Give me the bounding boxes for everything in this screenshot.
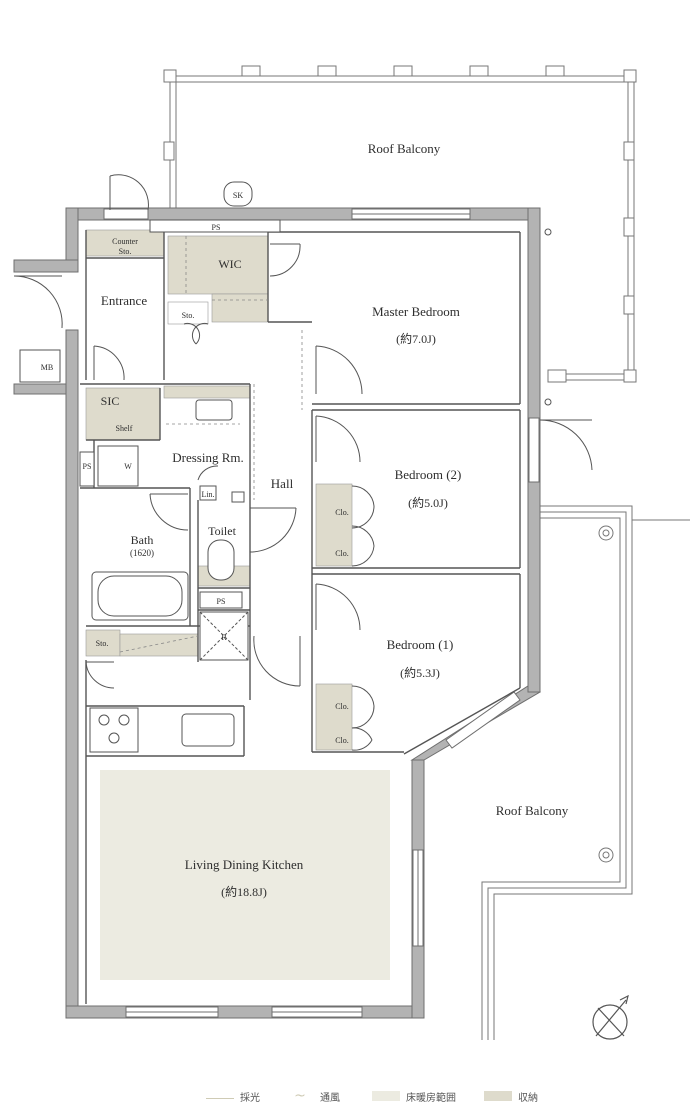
- label-sk: SK: [233, 191, 243, 200]
- fixtures: [19, 181, 552, 753]
- label-roof-balcony-right: Roof Balcony: [496, 803, 569, 818]
- label-r: R: [221, 633, 227, 642]
- label-clo-d: Clo.: [335, 736, 349, 745]
- label-ldk-size: (約18.8J): [221, 884, 267, 899]
- label-master-bedroom-size: (約7.0J): [396, 331, 436, 346]
- legend-item-storage: 収納: [484, 1086, 538, 1106]
- lin-box: [199, 485, 217, 501]
- label-roof-balcony-top: Roof Balcony: [368, 141, 441, 156]
- label-ps-toilet: PS: [217, 597, 226, 606]
- dashed-guides: [119, 236, 303, 653]
- stove: [89, 707, 139, 753]
- ps-box-toilet: [199, 591, 243, 609]
- label-sto-upper: Sto.: [182, 311, 195, 320]
- floor-heating-swatch: [372, 1091, 400, 1101]
- storage-areas: [85, 229, 353, 751]
- light-arrow-icon: [206, 1093, 234, 1099]
- door-swings: [13, 174, 593, 751]
- label-dressing: Dressing Rm.: [172, 450, 244, 465]
- label-wic: WIC: [218, 257, 241, 271]
- sk-box: [223, 181, 253, 207]
- label-shelf: Shelf: [116, 424, 133, 433]
- label-entrance: Entrance: [101, 293, 147, 308]
- mb-box: [19, 349, 61, 383]
- kitchen-sink: [181, 713, 235, 747]
- toilet-fixture: [207, 539, 235, 581]
- label-bath-size: (1620): [130, 548, 154, 558]
- label-master-bedroom: Master Bedroom: [372, 304, 460, 319]
- wind-wave-icon: ~: [294, 1088, 306, 1104]
- windows: [103, 208, 540, 1018]
- legend-item-light: 採光: [206, 1086, 260, 1106]
- label-bedroom-2-size: (約5.0J): [408, 495, 448, 510]
- label-mb: MB: [41, 363, 53, 372]
- label-bedroom-1-size: (約5.3J): [400, 665, 440, 680]
- w-box: [97, 445, 139, 487]
- legend: 採光 ~ 通風 床暖房範囲 収納: [0, 1086, 700, 1106]
- label-ps-top: PS: [212, 223, 221, 232]
- ps-box-top: [149, 219, 281, 233]
- legend-label-storage: 収納: [518, 1092, 538, 1104]
- legend-label-floor-heating: 床暖房範囲: [406, 1092, 456, 1104]
- interior-walls: [80, 230, 521, 1004]
- label-clo-a: Clo.: [335, 508, 349, 517]
- label-clo-c: Clo.: [335, 702, 349, 711]
- compass-icon: [592, 994, 629, 1040]
- legend-item-wind: ~ 通風: [286, 1086, 340, 1106]
- ps-box-left: [79, 451, 95, 487]
- label-lin: Lin.: [201, 490, 214, 499]
- label-toilet: Toilet: [208, 524, 236, 538]
- legend-item-floor-heating: 床暖房範囲: [372, 1086, 456, 1106]
- legend-label-wind: 通風: [320, 1092, 340, 1104]
- label-counter-sto-1: Counter: [112, 237, 138, 246]
- label-hall: Hall: [271, 476, 294, 491]
- label-clo-b: Clo.: [335, 549, 349, 558]
- floor-plan: Roof Balcony Roof Balcony Master Bedroom…: [13, 65, 690, 1040]
- label-ps-left: PS: [83, 462, 92, 471]
- label-sto-lower: Sto.: [96, 639, 109, 648]
- roof-balcony-top-railing: [163, 65, 637, 383]
- label-bedroom-2: Bedroom (2): [395, 467, 462, 482]
- legend-label-light: 採光: [240, 1092, 260, 1104]
- label-bath: Bath: [131, 533, 154, 547]
- label-bedroom-1: Bedroom (1): [387, 637, 454, 652]
- label-w: W: [124, 462, 132, 471]
- floor-heating-ldk: [100, 770, 390, 980]
- label-ldk: Living Dining Kitchen: [185, 857, 304, 872]
- label-sic: SIC: [101, 394, 120, 408]
- roof-balcony-right-railing: [481, 505, 690, 1040]
- storage-swatch: [484, 1091, 512, 1101]
- room-labels: Roof Balcony Roof Balcony Master Bedroom…: [41, 141, 569, 899]
- label-counter-sto-2: Sto.: [119, 247, 132, 256]
